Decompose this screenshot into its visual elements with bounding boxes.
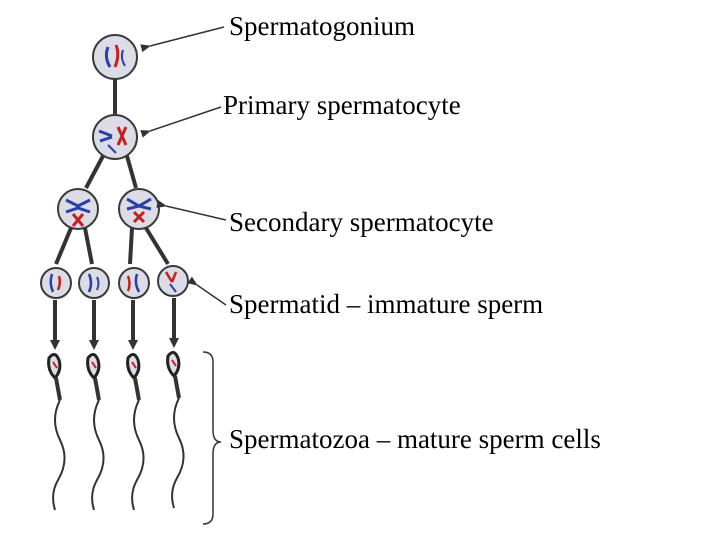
secondary-spermatocyte-cell <box>57 188 99 230</box>
connector-line <box>144 226 170 266</box>
secondary-spermatocyte-cell <box>118 188 160 230</box>
spermatozoon <box>47 353 66 511</box>
maturation-arrow <box>169 298 179 348</box>
maturation-arrow <box>128 300 138 350</box>
maturation-arrow <box>50 300 60 350</box>
pointer-arrow <box>156 200 227 221</box>
label-spermatid: Spermatid – immature sperm <box>229 289 544 319</box>
spermatogonium-cell <box>92 34 138 80</box>
label-primary-spermatocyte: Primary spermatocyte <box>223 90 461 120</box>
spermatid-cell <box>78 267 110 299</box>
spermatozoon <box>126 353 145 511</box>
pointer-arrow <box>140 26 225 53</box>
spermatid-cell <box>157 265 189 297</box>
pointer-arrow <box>140 106 222 138</box>
connector-line <box>128 227 134 265</box>
connector-line <box>84 155 105 189</box>
connector-line <box>54 227 73 265</box>
spermatid-cell <box>40 267 72 299</box>
bracket <box>202 351 222 525</box>
connector-line <box>83 227 94 265</box>
pointer-arrow <box>187 276 227 306</box>
label-spermatozoa: Spermatozoa – mature sperm cells <box>229 424 601 454</box>
spermatozoon <box>166 351 185 509</box>
label-secondary-spermatocyte: Secondary spermatocyte <box>229 207 494 237</box>
maturation-arrow <box>89 300 99 350</box>
primary-spermatocyte-cell <box>92 114 138 160</box>
spermatid-cell <box>118 267 150 299</box>
connector-line <box>125 155 138 189</box>
spermatozoon <box>86 353 105 511</box>
label-spermatogonium: Spermatogonium <box>229 11 415 41</box>
